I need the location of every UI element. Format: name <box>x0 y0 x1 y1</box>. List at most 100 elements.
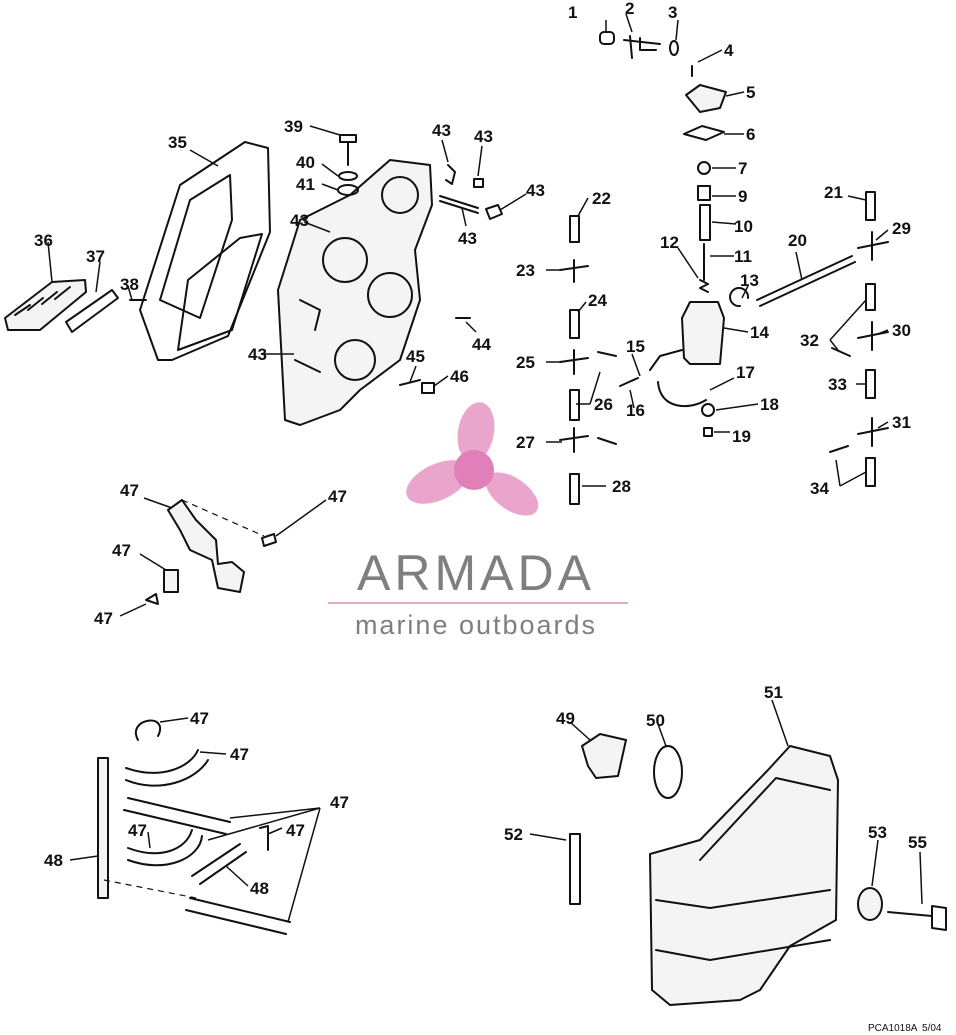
callout-10: 10 <box>734 217 753 236</box>
clip-6-part <box>445 164 456 185</box>
callout-34: 34 <box>810 479 829 498</box>
stud-2-part <box>399 379 421 386</box>
washer-44-part <box>701 403 715 417</box>
callout-14: 14 <box>750 323 769 342</box>
fitting-49-part <box>259 825 269 851</box>
seal-16-part <box>653 745 683 799</box>
callout-13: 13 <box>740 271 759 290</box>
callout-27: 27 <box>516 433 535 452</box>
lead-31-part <box>657 381 707 407</box>
leader-lines <box>47 13 923 923</box>
callout-23: 23 <box>516 261 535 280</box>
callout-9: 9 <box>738 187 747 206</box>
callout-7: 7 <box>738 159 747 178</box>
callout-47: 47 <box>120 481 139 500</box>
reed-block-part <box>4 279 87 331</box>
brand-name: ARMADA <box>357 545 595 601</box>
callout-49: 49 <box>556 709 575 728</box>
callout-22: 22 <box>592 189 611 208</box>
callout-17: 17 <box>736 363 755 382</box>
nut-52-part <box>485 204 503 220</box>
screw-36-part <box>887 905 947 931</box>
callout-35: 35 <box>168 133 187 152</box>
figure-date: 5/04 <box>922 1023 942 1034</box>
hose-39-lower-part <box>185 897 291 935</box>
callout-47: 47 <box>230 745 249 764</box>
parts-drawings <box>4 31 947 1006</box>
callout-2: 2 <box>625 0 634 18</box>
callout-29: 29 <box>892 219 911 238</box>
plunger-24-part <box>699 204 711 241</box>
crankcase-part <box>277 159 433 426</box>
wire-35-part <box>649 349 683 371</box>
nut-26-part <box>697 161 711 175</box>
callout-56: 56 <box>0 0 19 4</box>
callout-11: 11 <box>734 247 752 266</box>
plug-7-part <box>421 382 435 394</box>
rail-50-part <box>97 757 109 899</box>
callout-30: 30 <box>892 321 911 340</box>
callout-32: 32 <box>800 331 819 350</box>
callout-26: 26 <box>594 395 613 414</box>
hose-51-part <box>756 255 856 307</box>
figure-code: PCA1018A <box>868 1023 918 1034</box>
gasket-23-part <box>683 125 725 141</box>
fuel-tank-15-part <box>649 745 839 1006</box>
washer-41-part <box>338 171 358 181</box>
callout-37: 37 <box>86 247 105 266</box>
callout-33: 33 <box>828 375 847 394</box>
clamp-11-part <box>134 719 162 741</box>
propeller-icon <box>406 402 539 516</box>
callout-25: 25 <box>516 353 535 372</box>
solenoid-21-part <box>681 301 725 365</box>
callout-5: 5 <box>746 83 755 102</box>
callout-47: 47 <box>286 821 305 840</box>
hose-48-top-part <box>125 749 209 787</box>
valve-32-part <box>623 35 661 59</box>
hose-37-part <box>191 843 247 885</box>
callout-12: 12 <box>660 233 679 252</box>
callout-45: 45 <box>406 347 425 366</box>
spring-28-part <box>697 185 711 201</box>
screw-53-part <box>145 593 159 605</box>
callout-36: 36 <box>34 231 53 250</box>
hose-39-upper-part <box>123 797 231 835</box>
washer-14-part <box>857 887 883 921</box>
stud-3-part <box>439 195 479 214</box>
callout-46: 46 <box>450 367 469 386</box>
callout-44: 44 <box>472 335 491 354</box>
intake-gasket-part <box>139 141 271 361</box>
clip-9-part <box>729 287 750 308</box>
fitting-27-part <box>619 377 639 387</box>
callout-52: 52 <box>504 825 523 844</box>
callout-47: 47 <box>112 541 131 560</box>
screw-45-part <box>703 427 713 437</box>
plug-5-part <box>473 178 484 188</box>
callout-28: 28 <box>612 477 631 496</box>
tee-column-right <box>829 191 889 487</box>
bracket-55-part <box>167 499 245 593</box>
callout-43: 43 <box>526 181 545 200</box>
hose-48-mid-part <box>127 829 203 867</box>
cover-22-part <box>685 84 727 113</box>
reed-gasket-part <box>65 289 119 333</box>
callout-48: 48 <box>44 851 63 870</box>
brand-tagline: marine outboards <box>355 610 597 640</box>
spring-29-part <box>699 279 709 293</box>
callout-43: 43 <box>458 229 477 248</box>
callout-21: 21 <box>824 183 843 202</box>
callout-19: 19 <box>732 427 751 446</box>
washer-34-part <box>669 40 679 56</box>
bushing-38-part <box>581 733 627 779</box>
callout-48: 48 <box>250 879 269 898</box>
screw-56-part <box>261 533 277 547</box>
callout-53: 53 <box>868 823 887 842</box>
callout-47: 47 <box>128 821 147 840</box>
callout-40: 40 <box>296 153 315 172</box>
callout-41: 41 <box>296 175 315 194</box>
callout-3: 3 <box>668 3 677 22</box>
callout-51: 51 <box>764 683 783 702</box>
callout-50: 50 <box>646 711 665 730</box>
callout-47: 47 <box>190 709 209 728</box>
